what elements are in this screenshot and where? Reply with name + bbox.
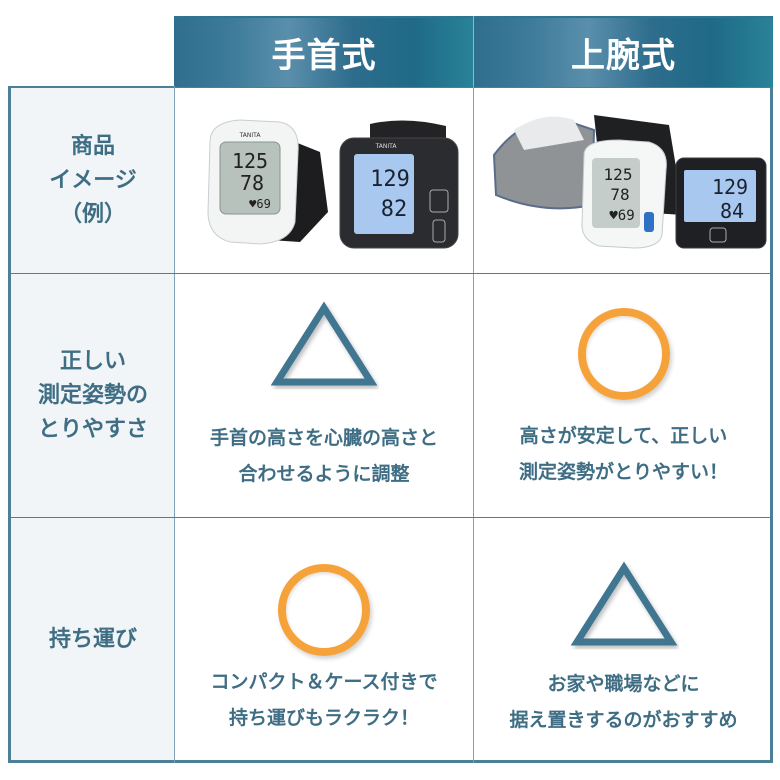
column-header-upper-arm-label: 上腕式 (571, 36, 676, 76)
svg-text:♥69: ♥69 (609, 208, 634, 224)
row-divider-1 (8, 273, 773, 274)
svg-text:♥69: ♥69 (249, 197, 271, 211)
svg-text:78: 78 (610, 185, 629, 204)
upper-arm-monitor-image: 125 78 ♥69 129 84 (492, 115, 767, 249)
svg-text:129: 129 (370, 167, 410, 192)
row-label-portability: 持ち運び (48, 627, 137, 652)
svg-text:125: 125 (232, 149, 268, 173)
portability-upper-arm-description: お家や職場などに 据え置きするのがおすすめ (509, 673, 738, 731)
cell-posture-wrist: 手首の高さを心臓の高さと 合わせるように調整 (175, 300, 473, 492)
cell-portability-upper-arm: お家や職場などに 据え置きするのがおすすめ (474, 560, 773, 738)
svg-text:TANITA: TANITA (375, 143, 398, 150)
svg-text:129: 129 (712, 175, 748, 199)
svg-text:78: 78 (240, 171, 264, 195)
header-divider (473, 16, 474, 87)
cell-posture-upper-arm: 高さが安定して、正しい 測定姿勢がとりやすい！ (474, 308, 773, 490)
row-divider-2 (8, 517, 773, 518)
triangle-rating-icon (570, 561, 677, 646)
column-header-wrist: 手首式 (174, 16, 474, 87)
circle-rating-icon (577, 308, 670, 400)
svg-text:TANITA: TANITA (239, 132, 262, 139)
column-header-upper-arm: 上腕式 (474, 16, 773, 87)
column-divider-middle (473, 86, 474, 763)
cell-portability-wrist: コンパクト＆ケース付きで 持ち運びもラクラク！ (175, 564, 473, 736)
circle-rating-icon (278, 564, 370, 656)
column-divider-label (174, 86, 175, 763)
row-label-measurement-posture: 正しい 測定姿勢の とりやすさ (37, 348, 148, 442)
row-label-column (8, 86, 175, 763)
svg-text:125: 125 (604, 165, 633, 184)
triangle-rating-icon (270, 301, 378, 386)
posture-upper-arm-description: 高さが安定して、正しい 測定姿勢がとりやすい！ (518, 425, 728, 483)
portability-wrist-description: コンパクト＆ケース付きで 持ち運びもラクラク！ (210, 671, 438, 729)
posture-wrist-description: 手首の高さを心臓の高さと 合わせるように調整 (209, 427, 438, 485)
wrist-monitor-image: 125 78 ♥69 TANITA 129 82 TANITA (207, 119, 459, 249)
column-header-wrist-label: 手首式 (271, 36, 377, 76)
svg-text:84: 84 (720, 199, 744, 223)
svg-text:82: 82 (381, 197, 408, 222)
row-label-product-image: 商品 イメージ （例） (49, 133, 137, 227)
comparison-table (8, 86, 773, 763)
